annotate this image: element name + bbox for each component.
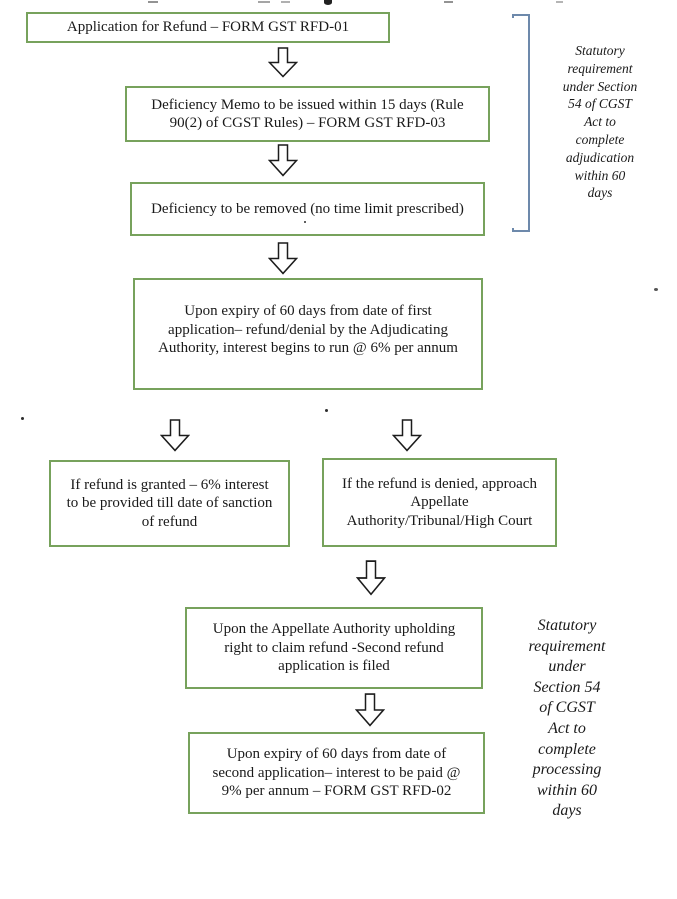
flow-box-text: Upon expiry of 60 days from date of firs…	[158, 303, 458, 356]
text-remnant-mark	[444, 1, 453, 3]
text-remnant-mark	[281, 1, 290, 3]
down-arrow-icon	[268, 47, 298, 78]
down-arrow-icon	[268, 144, 298, 177]
flow-box-text: Application for Refund – FORM GST RFD-01	[66, 19, 350, 36]
text-remnant-descender	[324, 0, 332, 5]
side-note-processing: Statutory requirement under Section 54 o…	[528, 617, 606, 820]
text-remnant-mark	[258, 1, 270, 3]
flow-box-application-refund: Application for Refund – FORM GST RFD-01	[26, 12, 390, 43]
flow-box-text: If refund is granted – 6% interest to be…	[66, 476, 273, 530]
flow-box-appellate-upholding: Upon the Appellate Authority upholding r…	[185, 607, 483, 689]
down-arrow-icon	[392, 419, 422, 452]
down-arrow-icon	[355, 693, 385, 727]
flow-box-expiry-first-application: Upon expiry of 60 days from date of firs…	[133, 278, 483, 390]
flow-box-deficiency-removed: Deficiency to be removed (no time limit …	[130, 182, 485, 236]
flow-box-text: Upon the Appellate Authority upholding r…	[212, 621, 456, 675]
down-arrow-icon	[160, 419, 190, 452]
flow-box-text: Upon expiry of 60 days from date of seco…	[212, 746, 461, 800]
stray-dot	[304, 221, 306, 223]
stray-dot	[325, 409, 328, 412]
stray-dot	[654, 288, 658, 291]
down-arrow-icon	[356, 560, 386, 596]
side-note-adjudication: Statutory requirement under Section 54 o…	[562, 43, 638, 201]
text-remnant-mark	[148, 1, 158, 3]
flow-box-text: Deficiency Memo to be issued within 15 d…	[151, 96, 464, 132]
flow-box-text: If the refund is denied, approach Appell…	[342, 475, 537, 529]
statutory-bracket-icon	[512, 14, 530, 232]
flow-box-deficiency-memo: Deficiency Memo to be issued within 15 d…	[125, 86, 490, 142]
flow-box-text: Deficiency to be removed (no time limit …	[151, 200, 464, 217]
flow-box-refund-denied: If the refund is denied, approach Appell…	[322, 458, 557, 547]
down-arrow-icon	[268, 242, 298, 275]
flow-box-expiry-second-application: Upon expiry of 60 days from date of seco…	[188, 732, 485, 814]
text-remnant-mark	[556, 1, 563, 3]
stray-dot	[21, 417, 24, 420]
flow-box-refund-granted: If refund is granted – 6% interest to be…	[49, 460, 290, 547]
